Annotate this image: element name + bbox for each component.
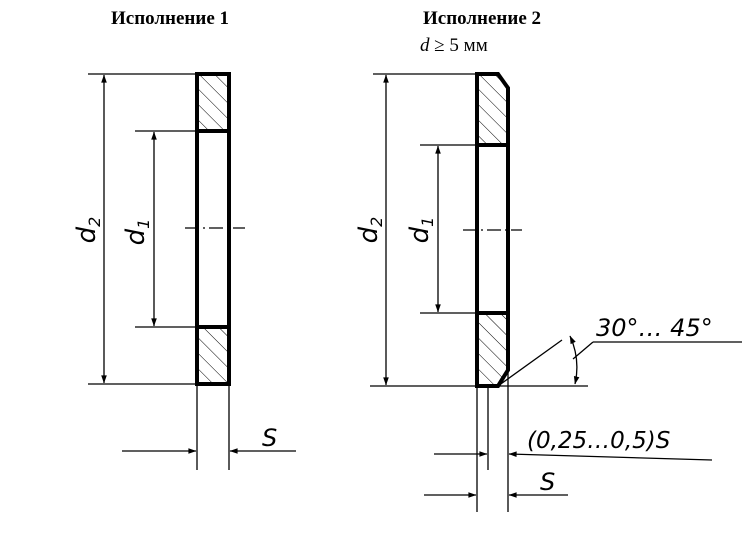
variant-2-d2-label: d2	[354, 217, 386, 244]
variant-1-bottom-section-hatch	[197, 327, 229, 384]
variant-2-bottom-section-hatch	[477, 313, 508, 386]
variant-2-s-label: S	[540, 468, 555, 496]
variant-2-view: Исполнение 2 d ≥ 5 мм d2 d1 30°… 45°	[354, 8, 742, 512]
variant-2-angle-arc	[569, 335, 580, 385]
variant-2-condition: d ≥ 5 мм	[420, 35, 488, 56]
variant-2-chamfer-arrow-right	[508, 451, 713, 461]
variant-1-title: Исполнение 1	[111, 8, 229, 29]
variant-1-view: Исполнение 1 d2 d1 S	[72, 8, 296, 470]
variant-1-top-section-hatch	[197, 74, 229, 131]
variant-2-chamfer-extension	[497, 339, 563, 387]
variant-1-s-label: S	[262, 424, 277, 452]
variant-1-washer-outline	[195, 72, 231, 386]
variant-1-d1-label: d1	[121, 219, 153, 246]
variant-2-angle-label: 30°… 45°	[596, 314, 713, 342]
variant-2-title: Исполнение 2	[423, 8, 541, 29]
variant-2-top-section-hatch	[477, 74, 508, 145]
variant-1-d2-label: d2	[72, 217, 104, 244]
variant-2-d1-label: d1	[405, 217, 437, 244]
variant-2-chamfer-label: (0,25…0,5)S	[527, 428, 670, 454]
variant-2-angle-leader	[572, 341, 594, 360]
